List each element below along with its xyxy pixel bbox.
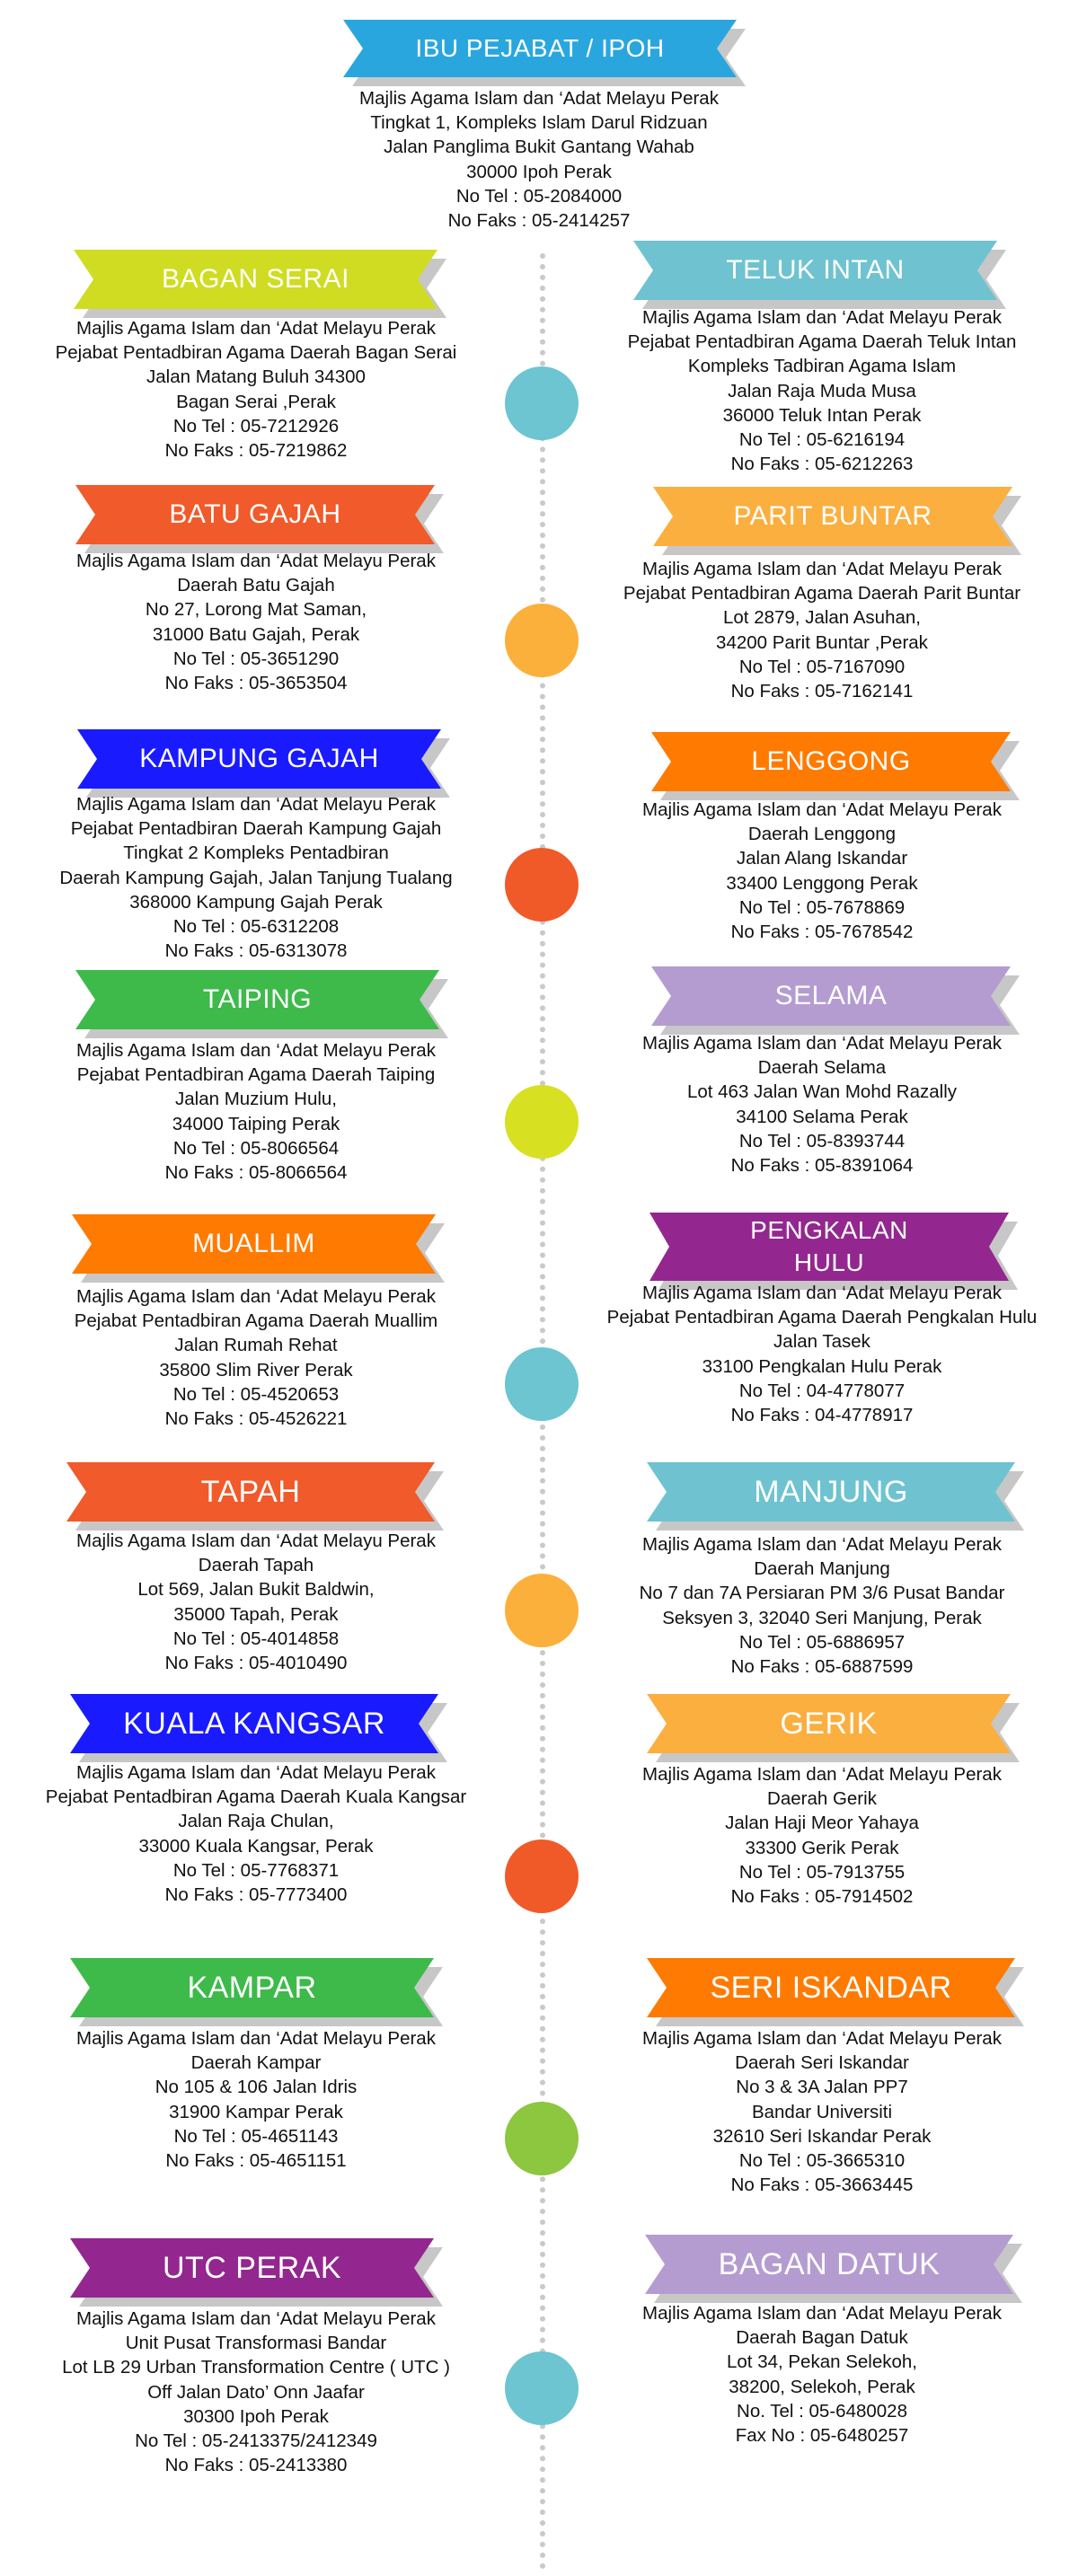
timeline-dot: [505, 848, 579, 922]
office-address-seri-iskandar: Majlis Agama Islam dan ‘Adat Melayu Pera…: [642, 2028, 1002, 2196]
timeline-dot: [505, 1574, 579, 1647]
hq-ribbon: IBU PEJABAT / IPOH: [343, 20, 737, 77]
hq-address: Majlis Agama Islam dan ‘Adat Melayu Pera…: [359, 88, 719, 232]
office-ribbon-gerik: GERIK: [647, 1694, 1011, 1753]
timeline-dot: [505, 604, 579, 677]
timeline-dot: [505, 1347, 579, 1421]
office-address-utc-perak: Majlis Agama Islam dan ‘Adat Melayu Pera…: [62, 2308, 450, 2476]
office-address-taiping: Majlis Agama Islam dan ‘Adat Melayu Pera…: [76, 1040, 436, 1184]
office-ribbon-tapah: TAPAH: [66, 1462, 435, 1522]
office-address-kuala-kangsar: Majlis Agama Islam dan ‘Adat Melayu Pera…: [45, 1762, 467, 1906]
office-ribbon-seri-iskandar: SERI ISKANDAR: [647, 1958, 1015, 2017]
office-address-teluk-intan: Majlis Agama Islam dan ‘Adat Melayu Pera…: [627, 307, 1017, 475]
office-ribbon-utc-perak: UTC PERAK: [70, 2238, 434, 2298]
office-ribbon-batu-gajah: BATU GAJAH: [75, 485, 435, 544]
office-ribbon-manjung: MANJUNG: [647, 1462, 1015, 1522]
hq-title: IBU PEJABAT / IPOH: [343, 20, 737, 77]
timeline-dot: [505, 2351, 579, 2425]
office-ribbon-teluk-intan: TELUK INTAN: [633, 241, 997, 300]
office-address-lenggong: Majlis Agama Islam dan ‘Adat Melayu Pera…: [642, 799, 1002, 943]
office-address-tapah: Majlis Agama Islam dan ‘Adat Melayu Pera…: [76, 1531, 436, 1674]
timeline-dot: [505, 2102, 579, 2175]
office-ribbon-kampung-gajah: KAMPUNG GAJAH: [77, 729, 441, 789]
office-ribbon-muallim: MUALLIM: [72, 1214, 436, 1274]
office-address-kampung-gajah: Majlis Agama Islam dan ‘Adat Melayu Pera…: [59, 794, 453, 962]
office-address-bagan-datuk: Majlis Agama Islam dan ‘Adat Melayu Pera…: [642, 2303, 1002, 2447]
office-ribbon-bagan-serai: BAGAN SERAI: [74, 250, 437, 309]
office-address-pengkalan-hulu: Majlis Agama Islam dan ‘Adat Melayu Pera…: [606, 1283, 1038, 1426]
office-address-muallim: Majlis Agama Islam dan ‘Adat Melayu Pera…: [74, 1286, 438, 1430]
timeline-dot: [505, 1839, 579, 1913]
office-address-manjung: Majlis Agama Islam dan ‘Adat Melayu Pera…: [639, 1534, 1005, 1678]
timeline-dot: [505, 1085, 579, 1159]
office-address-bagan-serai: Majlis Agama Islam dan ‘Adat Melayu Pera…: [55, 318, 457, 462]
office-ribbon-bagan-datuk: BAGAN DATUK: [645, 2235, 1013, 2294]
office-address-kampar: Majlis Agama Islam dan ‘Adat Melayu Pera…: [76, 2028, 436, 2172]
office-ribbon-lenggong: LENGGONG: [651, 732, 1011, 791]
office-ribbon-kuala-kangsar: KUALA KANGSAR: [70, 1694, 438, 1753]
office-ribbon-pengkalan-hulu: PENGKALAN HULU: [649, 1213, 1009, 1281]
office-ribbon-selama: SELAMA: [651, 966, 1011, 1026]
office-address-parit-buntar: Majlis Agama Islam dan ‘Adat Melayu Pera…: [623, 559, 1021, 702]
office-ribbon-kampar: KAMPAR: [70, 1958, 434, 2017]
office-address-batu-gajah: Majlis Agama Islam dan ‘Adat Melayu Pera…: [76, 551, 436, 694]
office-ribbon-parit-buntar: PARIT BUNTAR: [653, 487, 1012, 546]
office-ribbon-taiping: TAIPING: [75, 970, 439, 1029]
office-address-gerik: Majlis Agama Islam dan ‘Adat Melayu Pera…: [642, 1764, 1002, 1908]
timeline-dot: [505, 366, 579, 440]
office-address-selama: Majlis Agama Islam dan ‘Adat Melayu Pera…: [642, 1033, 1002, 1177]
